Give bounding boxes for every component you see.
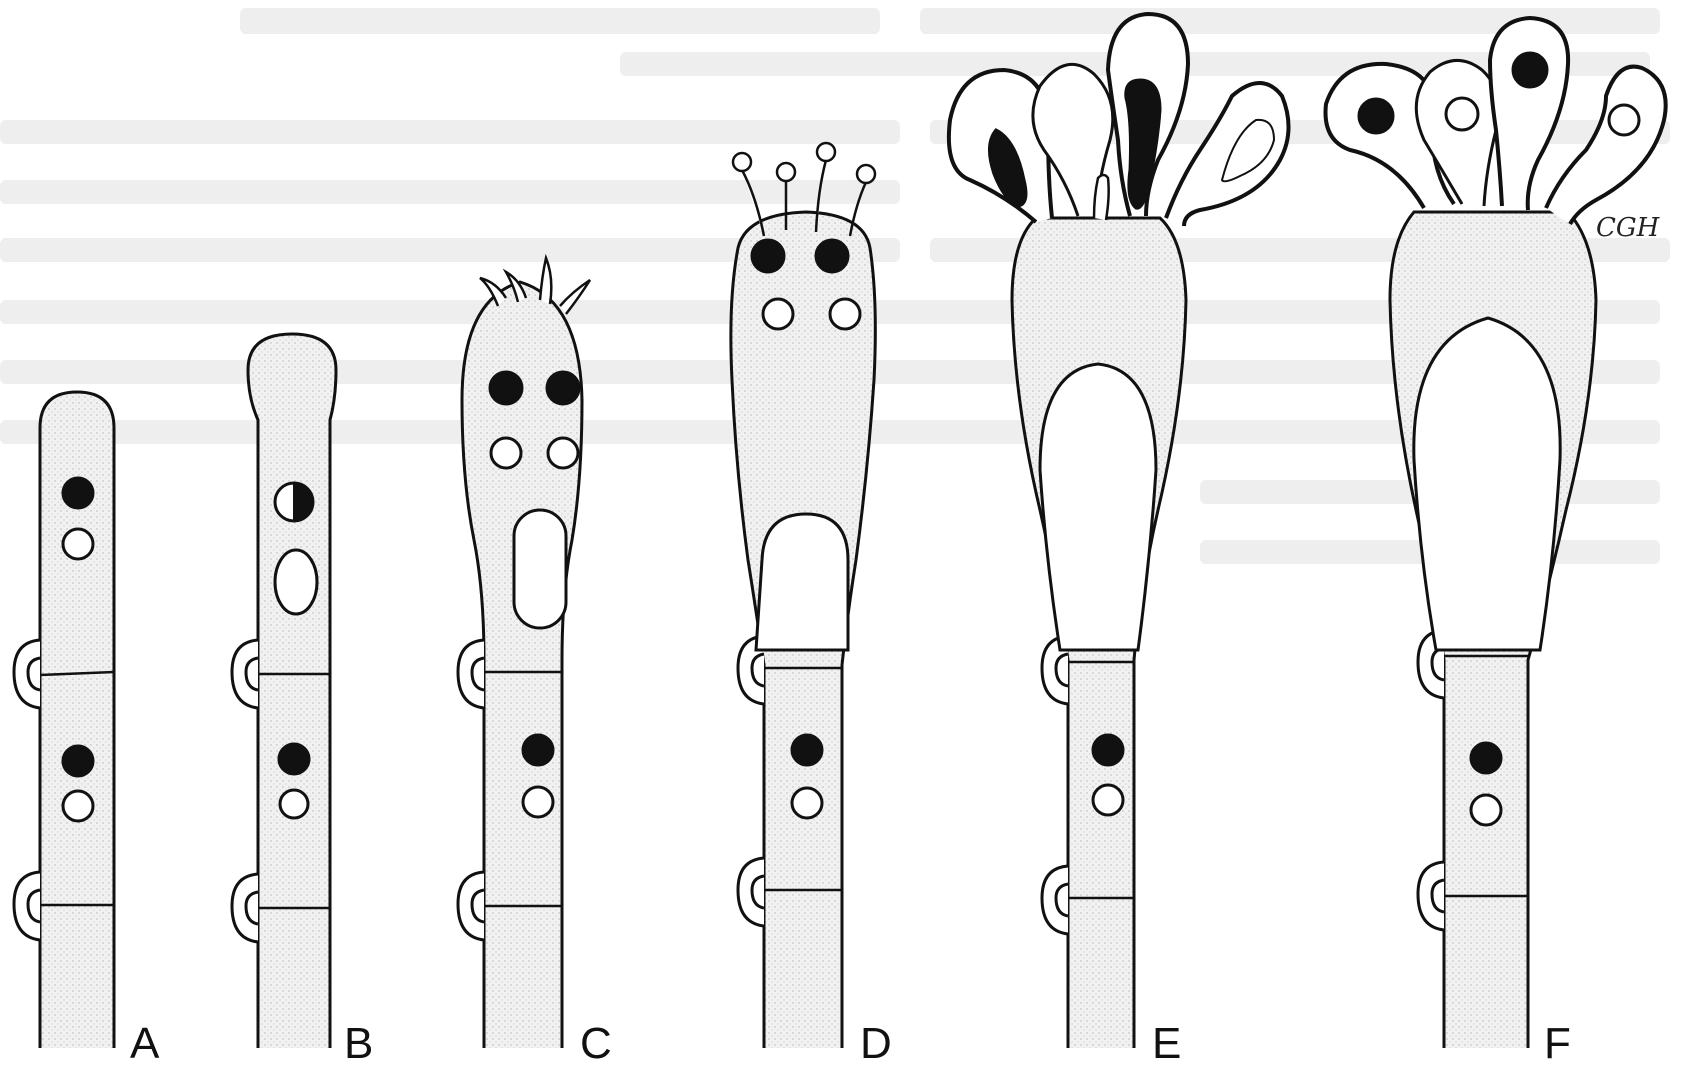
stage-c-nucleus-light-1	[491, 438, 521, 468]
stage-b-clamp-connection-2	[232, 874, 258, 942]
stage-d-nucleus-light-1	[763, 299, 793, 329]
stage-b-clamp-connection-1	[232, 640, 258, 708]
stage-label-f: F	[1544, 1019, 1571, 1068]
stage-label-c: C	[580, 1019, 612, 1068]
stage-c-vacuole	[514, 510, 566, 628]
stage-d-nucleus-light-lower	[792, 788, 822, 818]
stage-d-nucleus-dark-2	[816, 240, 848, 272]
stage-d-nucleus-light-2	[830, 299, 860, 329]
stage-a-clamp-connection-1	[14, 640, 40, 708]
stage-c-basidium	[458, 258, 590, 1048]
stage-e-spore-4	[1166, 83, 1289, 226]
stage-e-vacuole	[1040, 364, 1156, 650]
stage-f-clamp-connection-2	[1418, 862, 1444, 930]
stage-label-a: A	[130, 1019, 160, 1068]
stage-f-spore-1-nucleus	[1359, 99, 1393, 133]
stage-d-basidium	[731, 143, 875, 1048]
stage-b-vacuole	[275, 550, 317, 614]
stage-label-d: D	[860, 1019, 892, 1068]
stage-b-nucleus-dark	[279, 744, 309, 774]
stage-f-vacuole	[1414, 318, 1560, 650]
stage-c-nucleus-dark-2	[547, 372, 579, 404]
stage-e-nucleus-light-lower	[1093, 785, 1123, 815]
stage-d-clamp-connection-2	[738, 858, 764, 926]
stage-e-developing-sterigma	[1094, 175, 1109, 220]
stage-c-nucleus-dark-lower	[523, 735, 553, 765]
stage-f-spore-2-nucleus	[1446, 98, 1478, 130]
stage-a-hypha	[14, 392, 114, 1048]
stage-d-vacuole	[756, 514, 848, 650]
stage-f-basidium: CGH	[1326, 18, 1666, 1048]
stage-d-nucleus-dark-lower	[792, 735, 822, 765]
stage-f-spore-3-nucleus	[1513, 53, 1547, 87]
stage-c-sterigma-3	[540, 258, 551, 304]
stage-e-nucleus-dark-lower	[1093, 735, 1123, 765]
illustrator-signature: CGH	[1596, 213, 1661, 243]
stage-c-clamp-connection-1	[458, 640, 484, 708]
stage-b-nucleus-light	[280, 790, 308, 818]
stage-a-clamp-connection-2	[14, 872, 40, 940]
stage-d-nucleus-dark-1	[752, 240, 784, 272]
stage-a-nucleus-light-lower	[63, 791, 93, 821]
stage-a-nucleus-dark-lower	[63, 746, 93, 776]
stage-f-spore-3	[1490, 18, 1568, 210]
stage-a-nucleus-dark-upper	[63, 478, 93, 508]
stage-label-b: B	[344, 1019, 373, 1068]
stage-e-spore-3-nucleus	[1126, 80, 1160, 208]
stage-c-nucleus-dark-1	[490, 372, 522, 404]
stage-f-spore-4-nucleus	[1609, 105, 1639, 135]
stage-c-nucleus-light-2	[548, 438, 578, 468]
stage-e-clamp-connection-2	[1042, 866, 1068, 934]
stage-label-e: E	[1152, 1019, 1181, 1068]
stage-a-nucleus-light-upper	[63, 529, 93, 559]
stage-f-nucleus-light-lower	[1471, 795, 1501, 825]
stage-c-nucleus-light-lower	[523, 787, 553, 817]
stage-b-cell-outline	[248, 334, 336, 1048]
stage-labels: A B C D E F	[130, 1019, 1571, 1068]
stage-e-basidium	[949, 14, 1289, 1048]
stage-c-clamp-connection-2	[458, 872, 484, 940]
stage-f-nucleus-dark-lower	[1471, 743, 1501, 773]
